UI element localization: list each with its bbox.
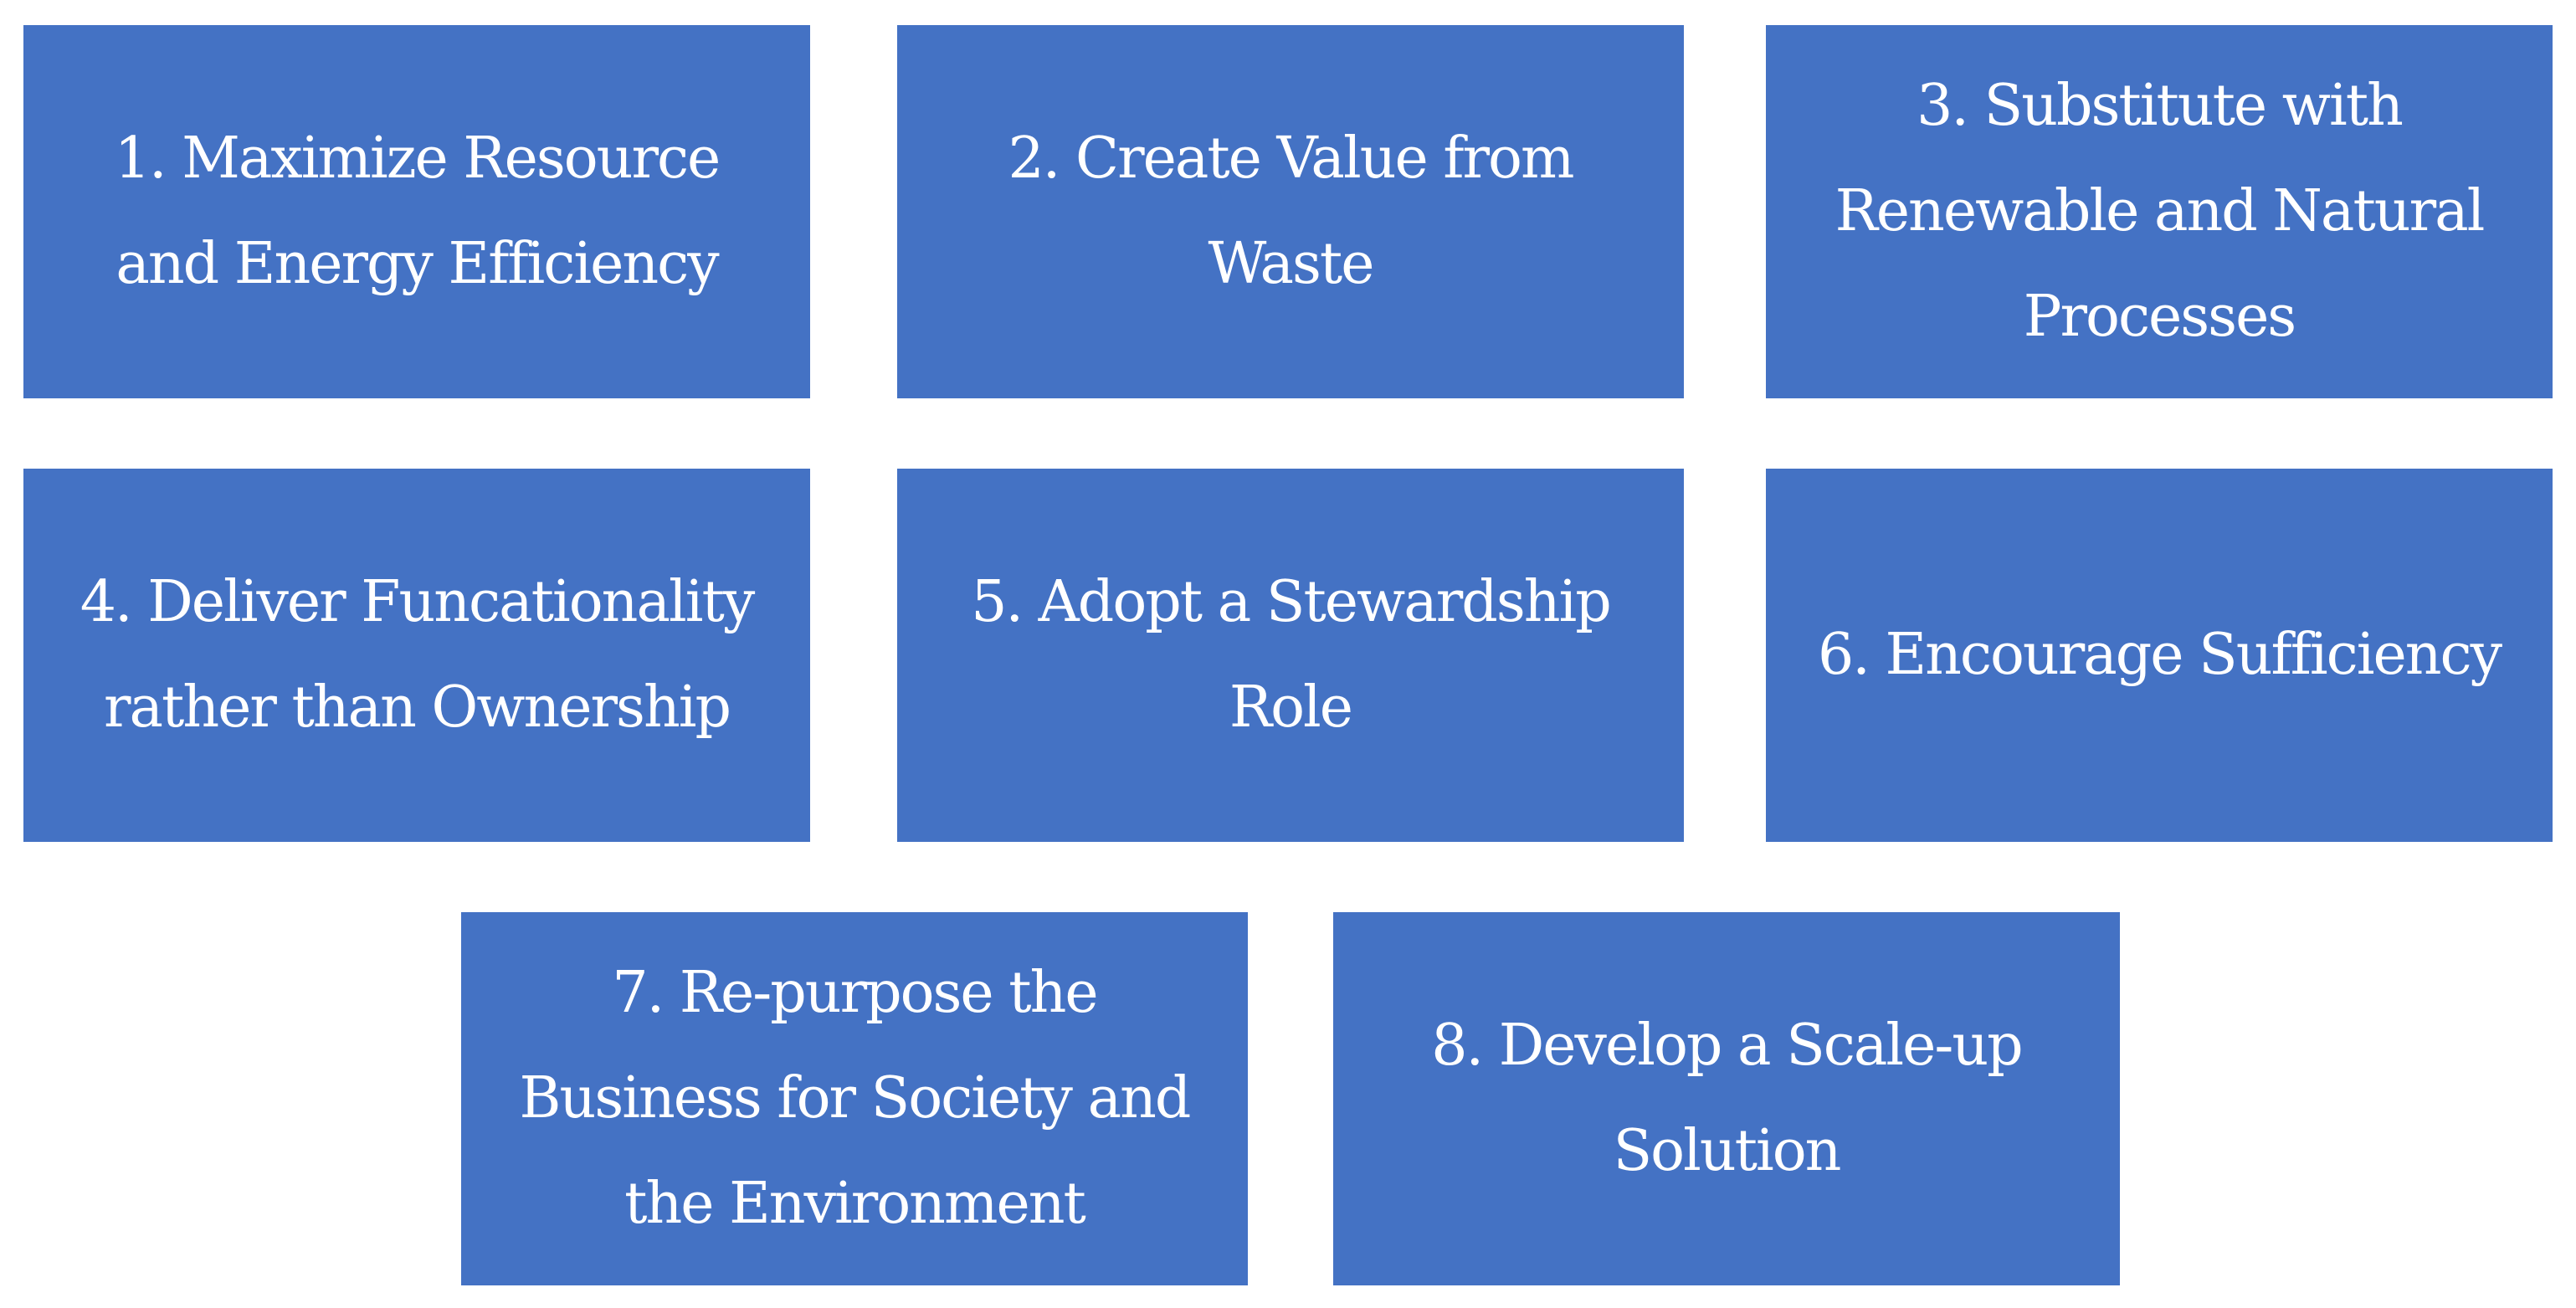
principle-box-6: 6. Encourage Sufficiency [1766,469,2553,842]
principle-box-1: 1. Maximize Resource and Energy Efficien… [23,25,810,398]
principle-label-1: 1. Maximize Resource and Energy Efficien… [114,126,721,297]
principle-label-7: 7. Re-purpose the Business for Society a… [519,960,1192,1237]
principle-label-4: 4. Deliver Funcationality rather than Ow… [80,569,756,741]
principle-box-7: 7. Re-purpose the Business for Society a… [461,912,1248,1285]
principle-box-2: 2. Create Value from Waste [897,25,1684,398]
principle-box-8: 8. Develop a Scale-up Solution [1333,912,2120,1285]
principle-label-2: 2. Create Value from Waste [1008,126,1575,297]
principle-label-8: 8. Develop a Scale-up Solution [1431,1013,2023,1184]
principle-label-3: 3. Substitute with Renewable and Natural… [1835,73,2486,350]
principle-box-4: 4. Deliver Funcationality rather than Ow… [23,469,810,842]
principle-box-3: 3. Substitute with Renewable and Natural… [1766,25,2553,398]
principle-label-5: 5. Adopt a Stewardship Role [971,569,1612,741]
principle-box-5: 5. Adopt a Stewardship Role [897,469,1684,842]
principle-label-6: 6. Encourage Sufficiency [1817,622,2502,688]
